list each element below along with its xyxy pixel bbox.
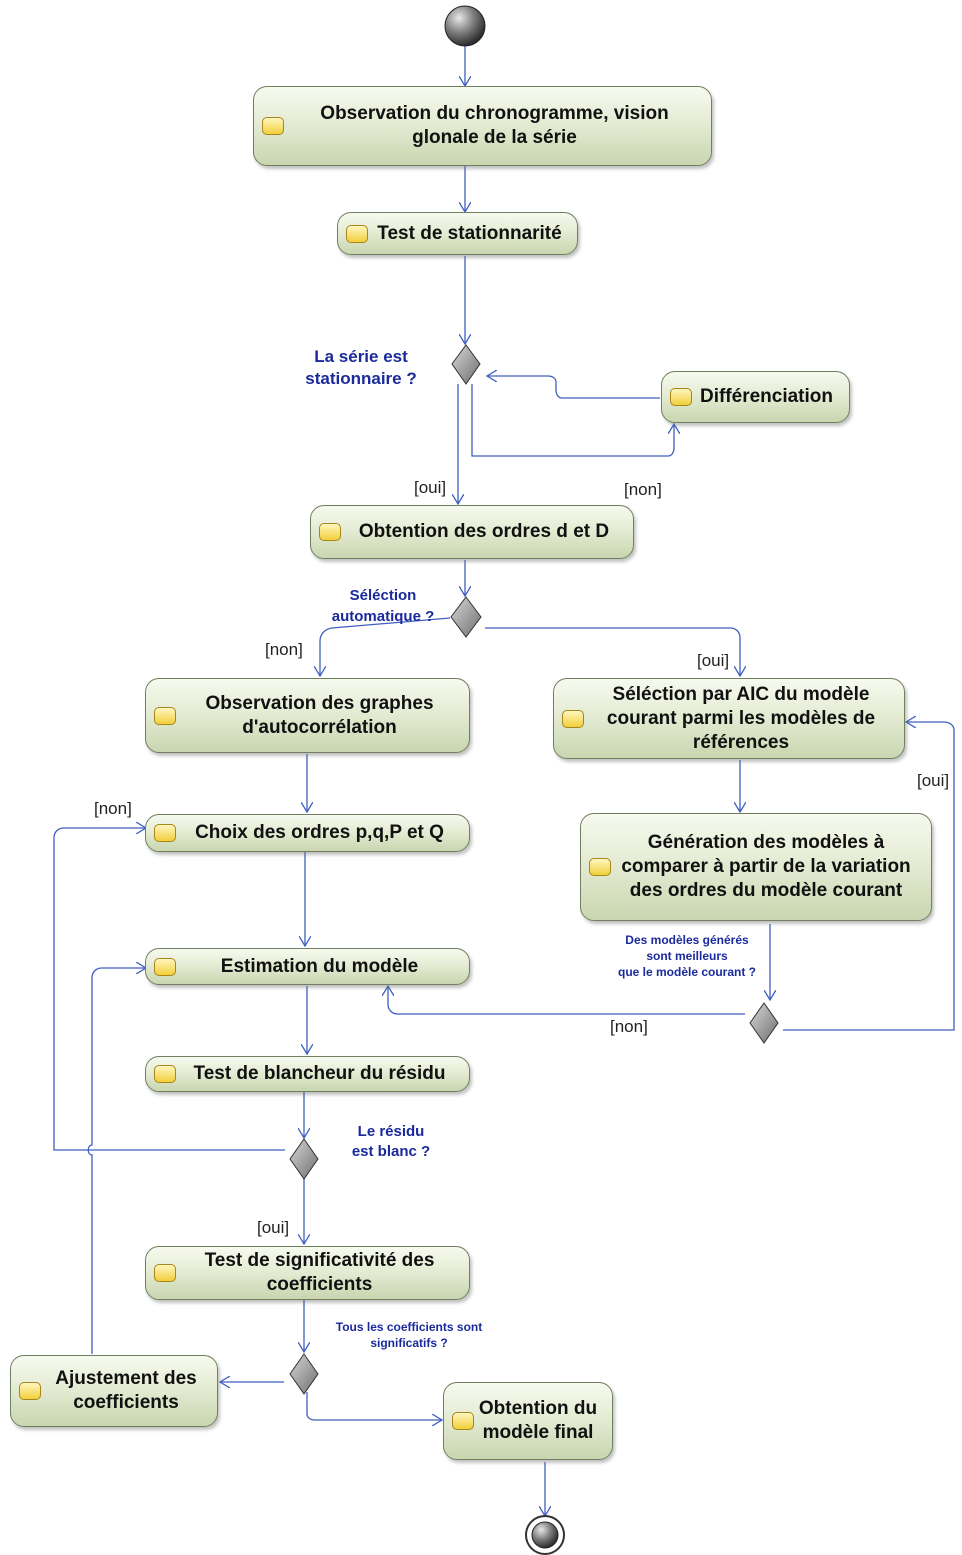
node-ajustement-coefficients: Ajustement des coefficients [10,1355,218,1427]
node-label: Obtention des ordres d et D [358,521,610,542]
node-generation-modeles: Génération des modèles à comparer à part… [580,813,932,921]
node-label: Séléction par AIC du modèle courant parm… [606,683,876,753]
initial-node [444,5,486,47]
action-icon [262,117,284,135]
decision-label-significatifs: Tous les coefficients sont significatifs… [335,1320,483,1350]
edge-decision-to-differenciation [471,384,674,457]
guard-stationnaire-non: [non] [624,480,662,499]
node-label: Génération des modèles à comparer à part… [621,832,911,901]
node-label: Test de stationnarité [377,222,562,244]
node-selection-aic: Séléction par AIC du modèle courant parm… [553,678,905,759]
action-icon [452,1412,474,1430]
node-choix-ordres: Choix des ordres p,q,P et Q [145,814,470,852]
action-icon [19,1382,41,1400]
guard-stationnaire-oui: [oui] [414,478,447,497]
guard-selection-oui: [oui] [697,651,730,670]
decision-diamond-residu [289,1138,319,1180]
node-differenciation: Différenciation [661,371,850,423]
decision-label-meilleurs: Des modèles générés sont meilleurs que l… [617,933,757,979]
node-obtention-ordres: Obtention des ordres d et D [310,505,634,559]
decision-diamond-stationnaire [451,344,481,385]
edge-meilleurs-oui [783,722,955,1031]
action-icon [346,224,368,243]
decision-label-selection: Séléction automatique ? [331,587,435,625]
action-icon [154,1264,176,1282]
action-icon [589,858,611,876]
final-node [525,1515,565,1555]
edge-ajustement-to-estimation [87,968,146,1354]
node-observation-graphes: Observation des graphes d'autocorrélatio… [145,678,470,753]
edge-residu-non [53,828,285,1151]
guard-meilleurs-oui: [oui] [917,771,950,790]
decision-diamond-meilleurs [749,1002,779,1044]
action-icon [154,824,176,842]
node-label: Choix des ordres p,q,P et Q [195,822,444,843]
decision-diamond-significatifs [289,1353,319,1395]
edge-meilleurs-non [388,986,745,1015]
node-label: Observation du chronogramme, vision glon… [320,103,669,148]
node-label: Test de significativité des coefficients [204,1250,435,1295]
node-test-significativite: Test de significativité des coefficients [145,1246,470,1300]
action-icon [154,957,176,976]
node-label: Test de blancheur du résidu [193,1063,446,1084]
node-label: Différenciation [699,386,834,407]
node-label: Obtention du modèle final [478,1398,598,1443]
edge-selection-non [320,617,451,676]
action-icon [670,388,692,406]
node-test-stationnarite: Test de stationnarité [337,212,578,255]
decision-label-residu: Le résidu est blanc ? [351,1123,431,1160]
guard-residu-oui: [oui] [257,1218,290,1237]
node-label: Observation des graphes d'autocorrélatio… [205,692,434,738]
action-icon [154,706,176,725]
edge-differenciation-to-decision [487,376,660,399]
node-test-blancheur: Test de blancheur du résidu [145,1056,470,1092]
guard-selection-non: [non] [265,640,303,659]
action-icon [562,709,584,728]
node-obtention-modele-final: Obtention du modèle final [443,1382,613,1460]
action-icon [154,1065,176,1083]
action-icon [319,523,341,541]
node-observation-chronogramme: Observation du chronogramme, vision glon… [253,86,712,166]
node-label: Ajustement des coefficients [55,1368,197,1413]
guard-residu-non: [non] [94,799,132,818]
node-label: Estimation du modèle [220,955,419,977]
edge-selection-oui [485,627,740,676]
decision-label-stationnaire: La série est stationnaire ? [305,347,417,388]
edge-decision-to-final [306,1392,442,1420]
guard-meilleurs-non: [non] [610,1017,648,1036]
decision-diamond-selection [450,596,482,638]
node-estimation-modele: Estimation du modèle [145,948,470,985]
